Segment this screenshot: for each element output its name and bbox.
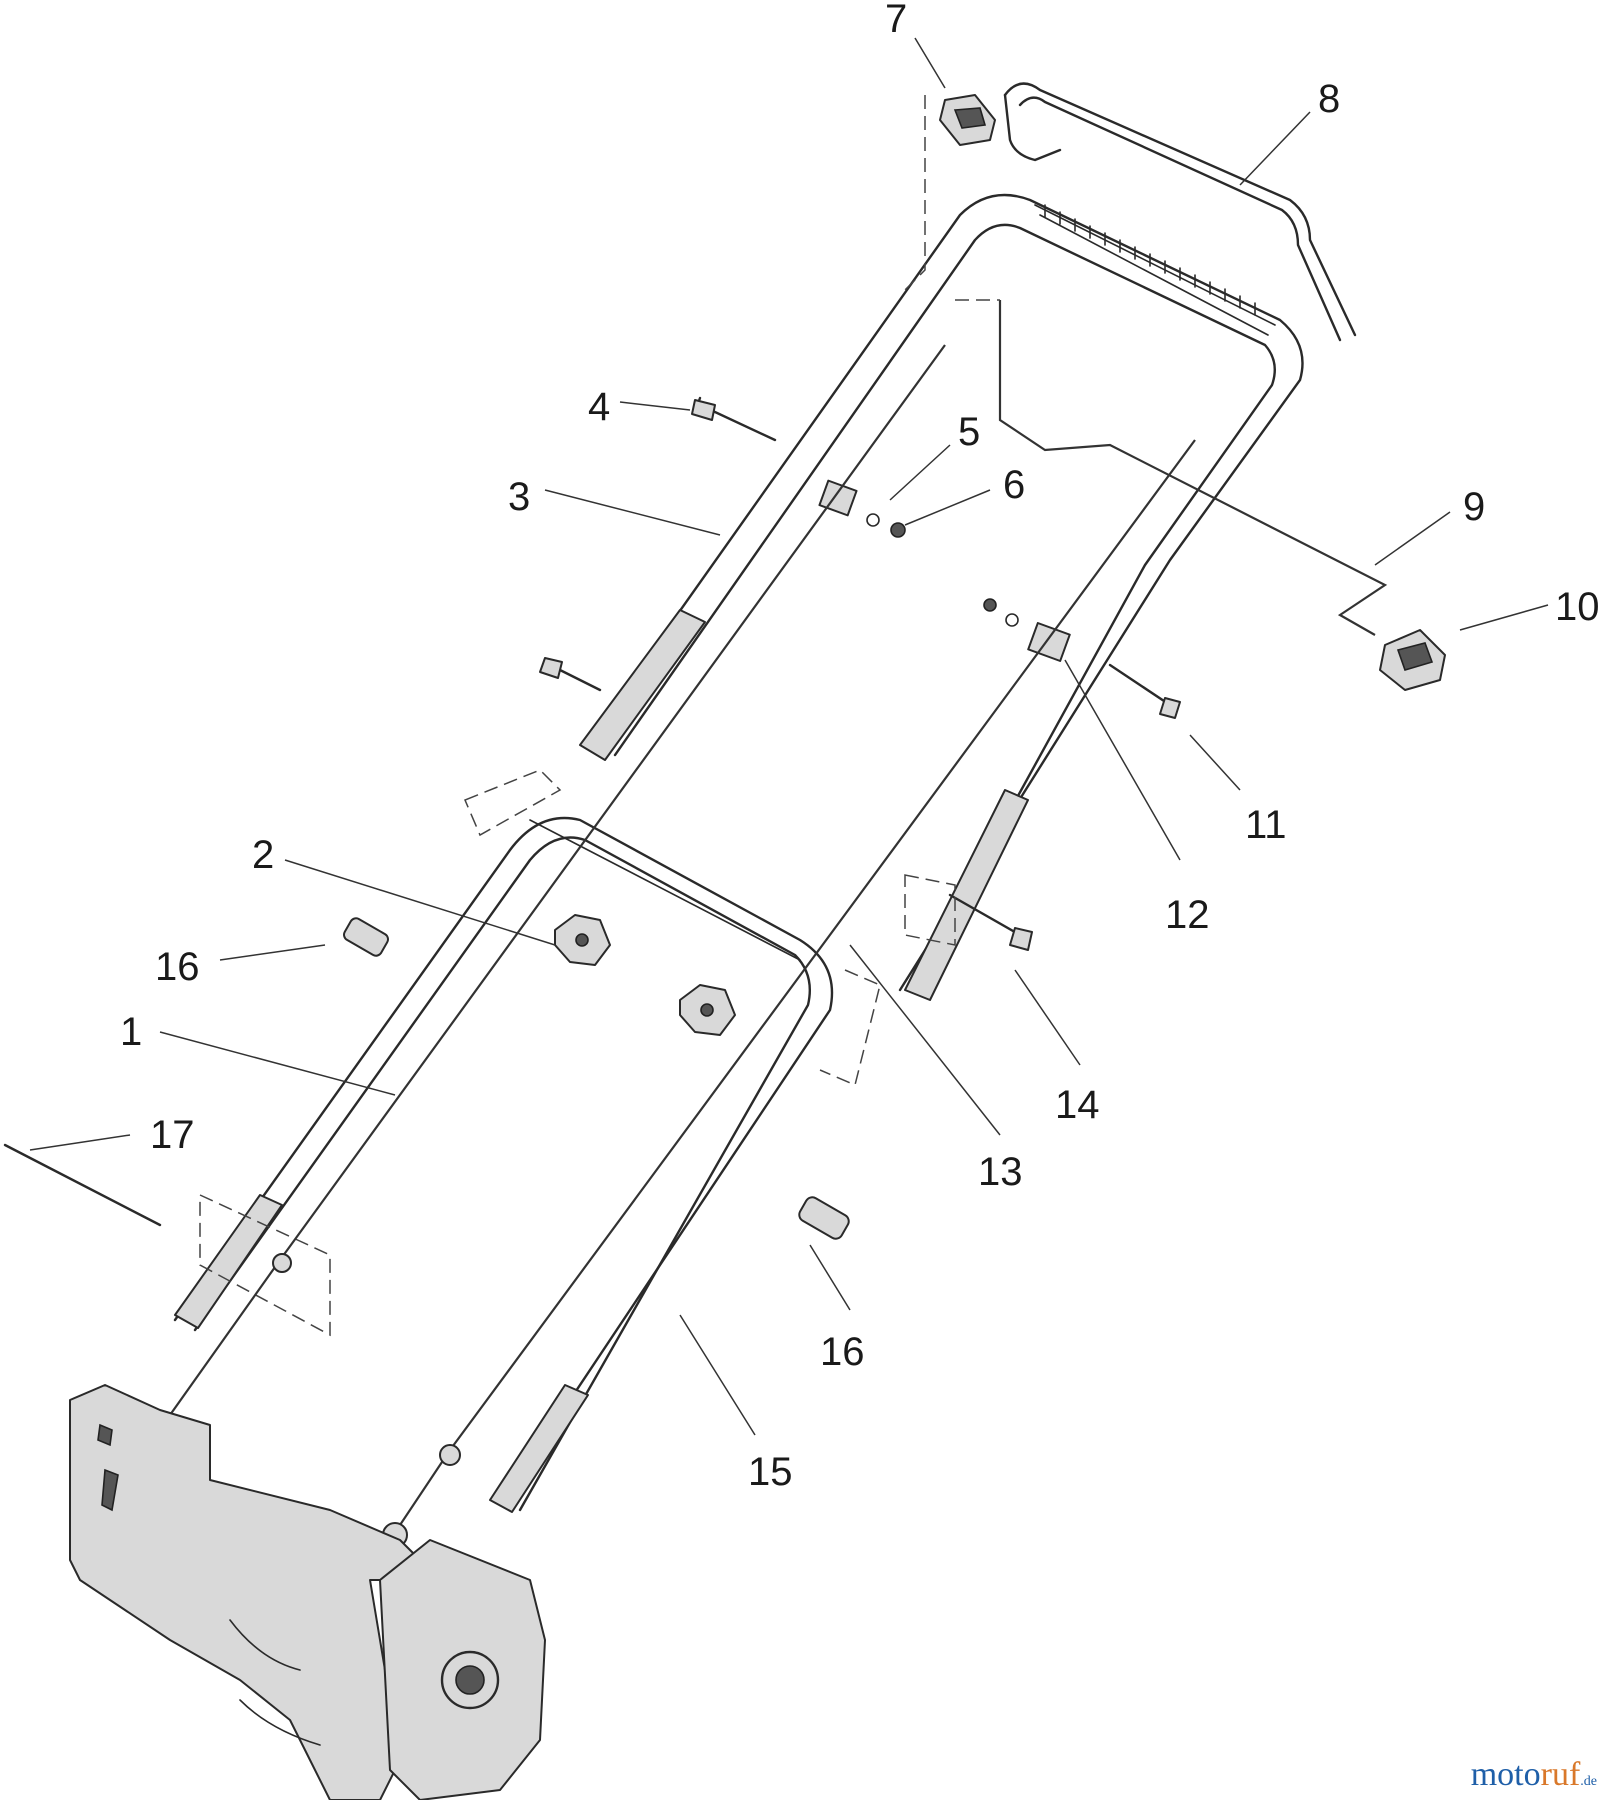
callout-13: 13 [978,1150,1023,1194]
callout-5: 5 [958,410,980,454]
watermark-logo: motoruf.de [1471,1756,1597,1794]
callout-7: 7 [885,0,907,41]
callout-17: 17 [150,1113,195,1157]
callout-1: 1 [120,1010,142,1054]
bolt-left-upper [539,657,602,692]
dashed-guide-7 [904,95,926,291]
callout-10: 10 [1555,585,1600,629]
callout-16-lower: 16 [820,1330,865,1374]
callout-labels: 7 8 4 5 6 3 9 10 11 12 2 16 1 17 13 14 1… [120,0,1600,1494]
callout-16-upper: 16 [155,945,200,989]
callout-8: 8 [1318,77,1340,121]
rod-17 [3,1143,162,1227]
callout-3: 3 [508,475,530,519]
upper-handle [579,193,1304,1001]
callout-4: 4 [588,385,610,429]
cable-clip-12 [983,598,1071,662]
bolt-14 [948,893,1033,951]
knob-2 [554,914,611,966]
bolt-11 [1108,663,1181,719]
callout-15: 15 [748,1450,793,1494]
cable-clip-5 [818,479,906,538]
callout-14: 14 [1055,1083,1100,1127]
callout-12: 12 [1165,893,1210,937]
knob-16-upper [343,917,389,957]
watermark-main: moto [1470,1756,1541,1793]
watermark-suffix: .de [1580,1774,1597,1789]
knob-right [679,984,736,1036]
callout-9: 9 [1463,485,1485,529]
bolt-4 [691,396,777,442]
lower-handle [173,769,956,1513]
knob-16-lower [798,1196,850,1240]
bail-bar [1003,82,1357,342]
watermark-accent: ruf [1540,1756,1581,1793]
control-housing-7 [939,94,996,146]
control-housing-10 [1379,629,1446,691]
leader-lines [29,37,1549,1436]
callout-11: 11 [1245,803,1287,847]
drive-cable [955,299,1388,636]
deck-housing [69,1384,546,1800]
callout-6: 6 [1003,463,1025,507]
callout-2: 2 [252,833,274,877]
